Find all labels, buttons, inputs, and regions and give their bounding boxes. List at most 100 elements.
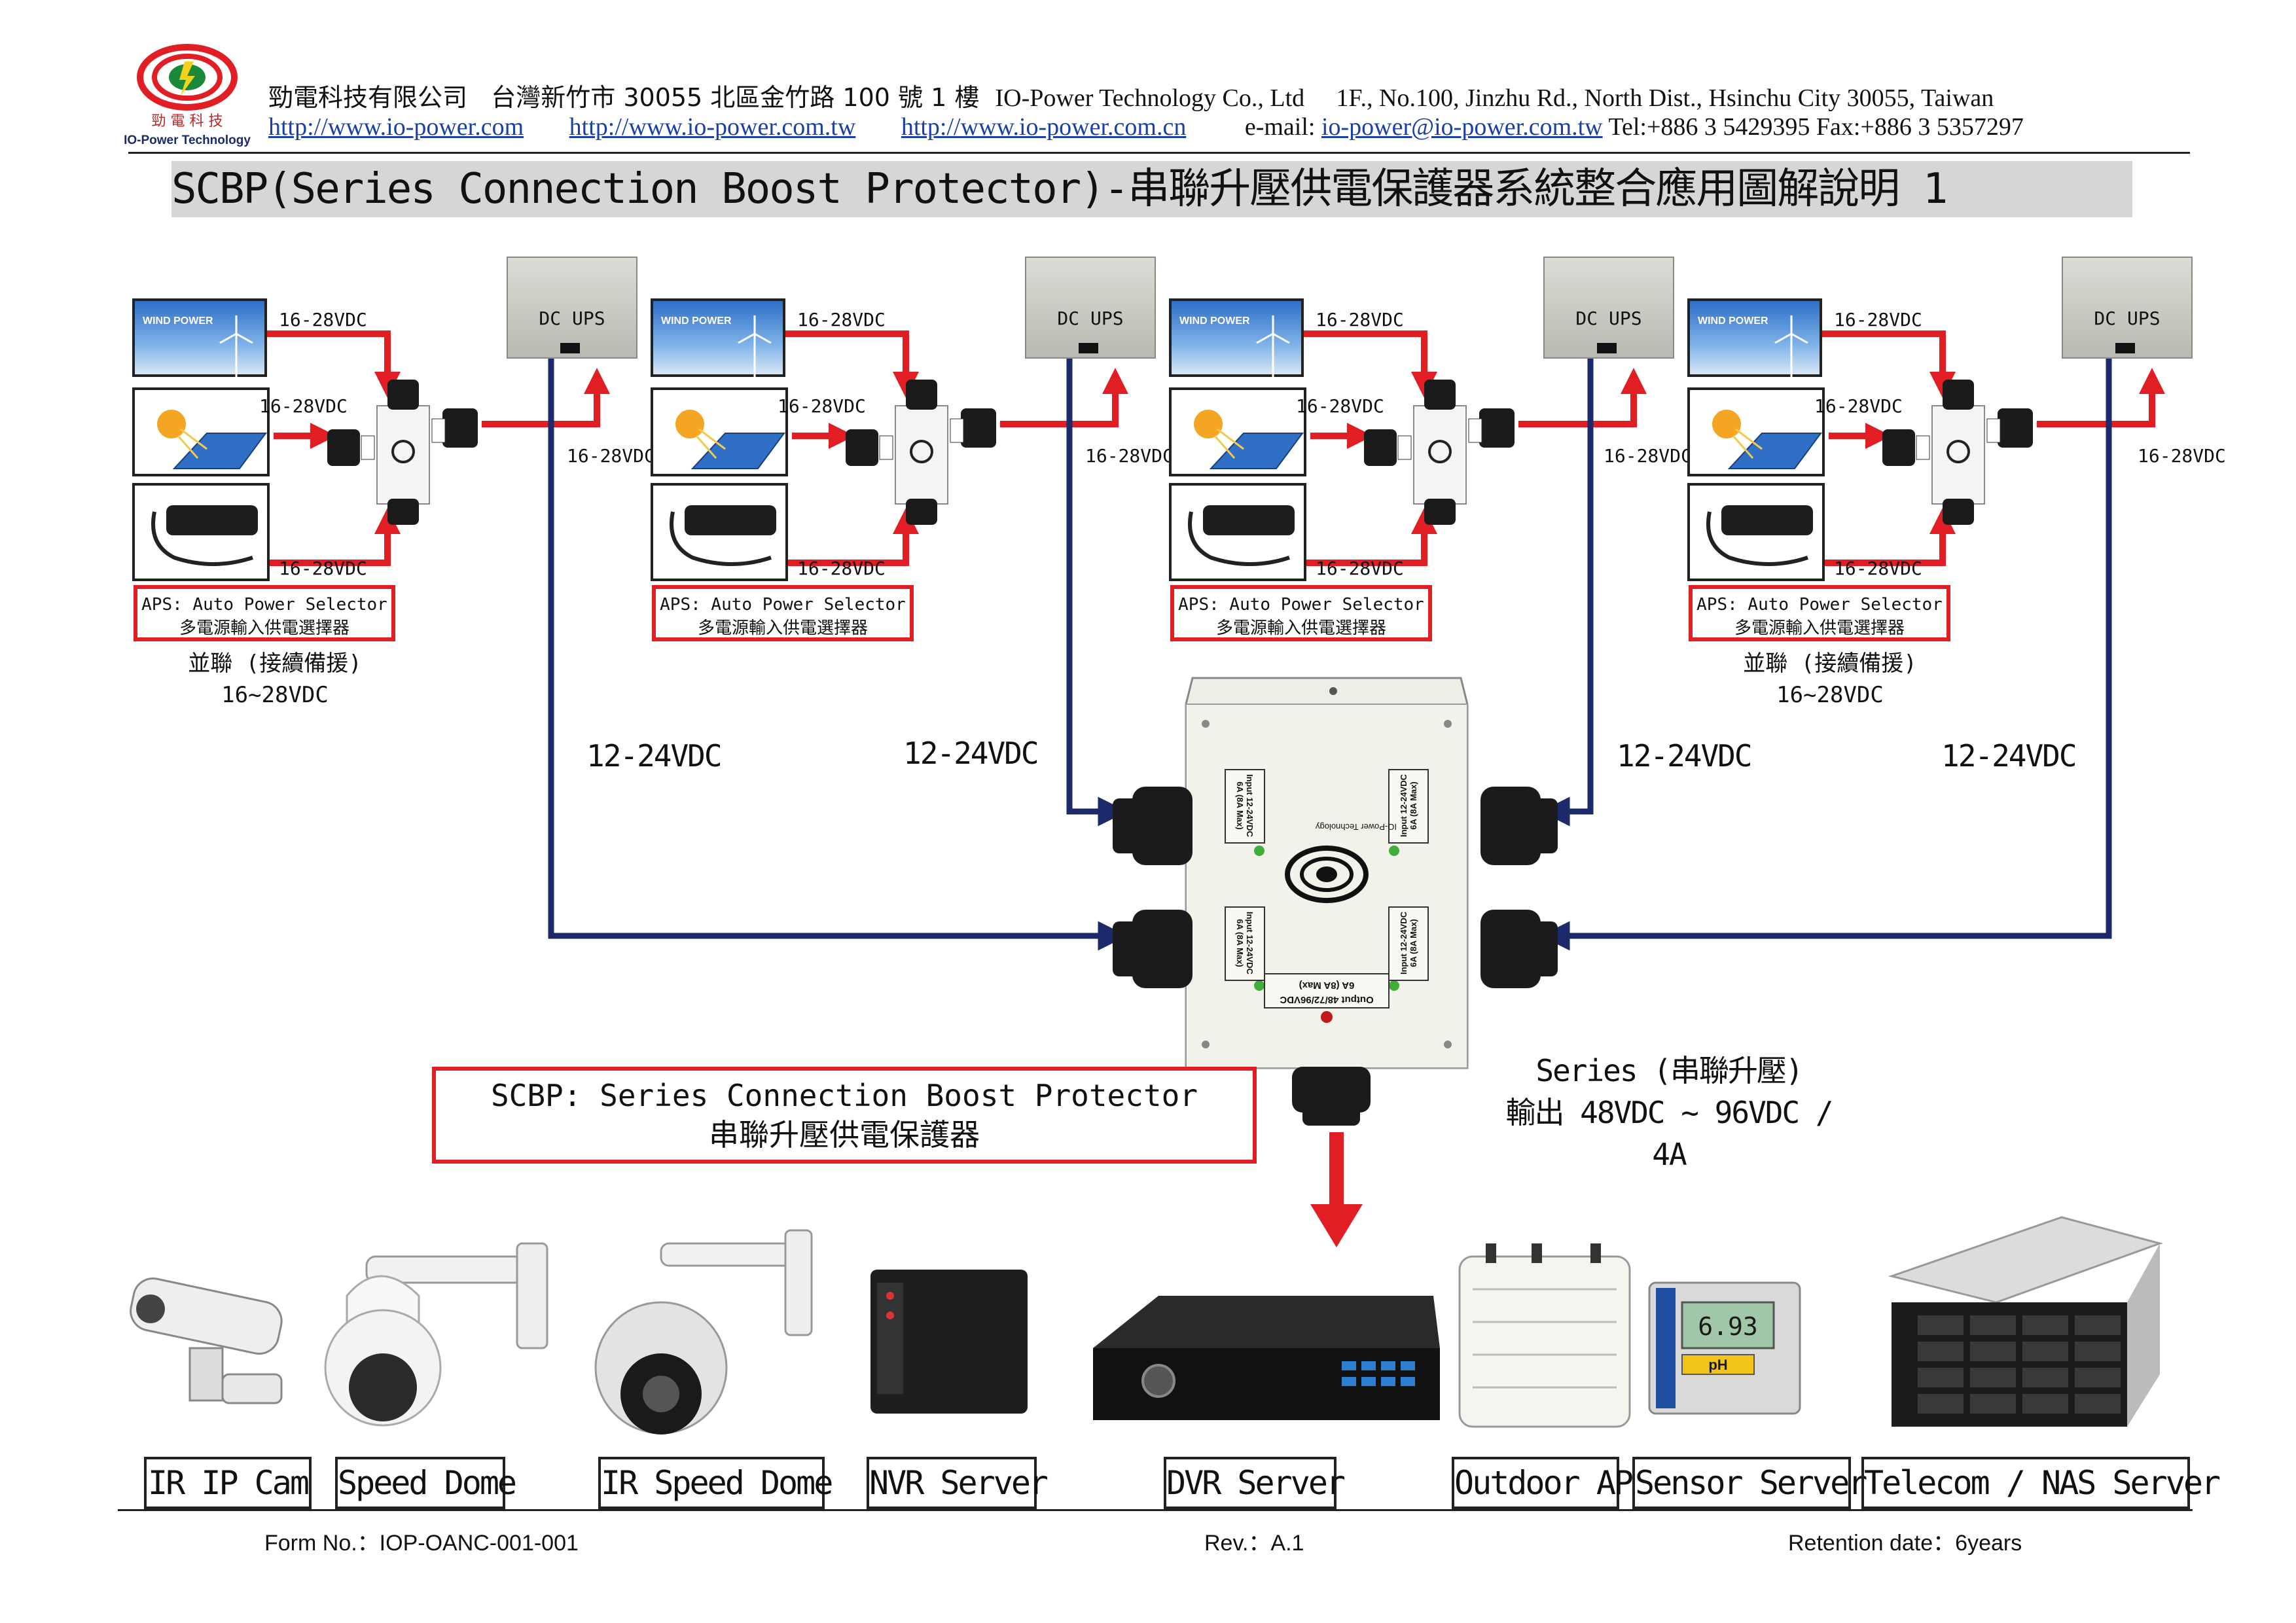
navy-line-4 [1540, 359, 2112, 951]
voltage-solar: 16-28VDC [259, 395, 348, 417]
aps-selector-device [1882, 380, 2033, 525]
voltage-solar: 16-28VDC [1296, 395, 1384, 417]
footer-revision: Rev.：A.1 [1204, 1531, 1304, 1556]
company-name-zh: 勁電科技有限公司 [268, 83, 468, 112]
aps-caption-box: APS: Auto Power Selector 多電源輸入供電選擇器 [1170, 585, 1432, 641]
device-label-nas-server: Telecom / NAS Server [1861, 1457, 2221, 1509]
company-address-zh: 台灣新竹市 30055 北區金竹路 100 號 1 樓 [491, 83, 980, 112]
voltage-out: 16-28VDC [1604, 445, 1692, 467]
navy-line-1 [548, 359, 1128, 951]
device-label-dvr-server: DVR Server [1164, 1457, 1346, 1509]
line-voltage-2: 12-24VDC [903, 736, 1039, 771]
wire-aps-ups-1 [482, 368, 610, 427]
voltage-adapter: 16-28VDC [279, 558, 367, 579]
voltage-out: 16-28VDC [567, 445, 655, 467]
ir-speed-dome-icon [594, 1229, 813, 1435]
devices-illustrations: 6.93 pH [124, 1216, 2193, 1466]
aps-device-icon [1364, 380, 1515, 525]
wind-power-panel: WIND POWER [1169, 298, 1304, 377]
dc-ups-unit: DC UPS [2062, 257, 2193, 359]
nvr-server-icon [870, 1270, 1028, 1414]
svg-text:IO-Power Technology: IO-Power Technology [124, 134, 251, 147]
power-adapter-thumb [1687, 483, 1825, 581]
aps-caption-line2: 多電源輸入供電選擇器 [697, 618, 868, 638]
solar-panel-icon [1194, 410, 1304, 469]
title-background [171, 161, 2132, 217]
aps-device-icon [846, 380, 996, 525]
dvr-server-icon [1093, 1296, 1440, 1420]
aps-device-icon [1882, 380, 2033, 525]
website-link-cn[interactable]: http://www.io-power.com.cn [901, 113, 1187, 141]
ups-port [1079, 343, 1098, 353]
sensor-ph-label: pH [1708, 1357, 1727, 1373]
power-adapter-icon [1188, 505, 1295, 566]
wire-wind-3 [1302, 330, 1437, 398]
wire-adapter-1 [268, 508, 401, 566]
footer-divider [118, 1509, 2193, 1511]
power-adapter-icon [151, 505, 258, 566]
voltage-adapter: 16-28VDC [1316, 558, 1404, 579]
aps-caption-box: APS: Auto Power Selector 多電源輸入供電選擇器 [1689, 585, 1950, 641]
line-voltage-3: 12-24VDC [1617, 738, 1753, 774]
wire-wind-2 [784, 330, 919, 398]
aps-caption-line2: 多電源輸入供電選擇器 [1215, 618, 1386, 638]
aps-caption-line1: APS: Auto Power Selector [1178, 595, 1424, 615]
voltage-solar: 16-28VDC [1814, 395, 1903, 417]
aps-selector-device [327, 380, 478, 525]
footer-retention: Retention date：6years [1788, 1531, 2022, 1556]
scbp-caption-box: SCBP: Series Connection Boost Protector … [432, 1067, 1257, 1164]
voltage-wind: 16-28VDC [1316, 309, 1404, 330]
power-adapter-thumb [1169, 483, 1306, 581]
company-header-line: 勁電科技有限公司 台灣新竹市 30055 北區金竹路 100 號 1 樓 IO-… [268, 77, 1994, 113]
email-link[interactable]: io-power@io-power.com.tw [1321, 113, 1603, 141]
solar-panel-icon [157, 410, 267, 469]
voltage-adapter: 16-28VDC [797, 558, 886, 579]
sensor-display-value: 6.93 [1698, 1312, 1758, 1341]
page-title: SCBP(Series Connection Boost Protector)-… [171, 165, 1948, 213]
dc-ups-label: DC UPS [2094, 308, 2161, 329]
dc-ups-unit: DC UPS [1543, 257, 1674, 359]
wire-aps-ups-3 [1518, 368, 1647, 427]
power-adapter-icon [1706, 505, 1813, 566]
sensor-server-icon [1648, 1281, 1801, 1415]
dc-ups-unit: DC UPS [507, 257, 637, 359]
wire-aps-ups-4 [2037, 368, 2165, 427]
aps-selector-device [1364, 380, 1515, 525]
company-address-en: 1F., No.100, Jinzhu Rd., North Dist., Hs… [1336, 84, 1994, 112]
dc-ups-label: DC UPS [1057, 308, 1124, 329]
aps-caption-line2: 多電源輸入供電選擇器 [1734, 618, 1905, 638]
header-links: http://www.io-power.com http://www.io-po… [268, 113, 2024, 141]
wire-adapter-2 [787, 508, 919, 566]
wire-wind-1 [266, 330, 401, 398]
aps-caption-line1: APS: Auto Power Selector [1696, 595, 1943, 615]
parallel-note-1: 並聯 (接續備援) 16~28VDC [188, 651, 362, 708]
device-label-ir-speed-dome: IR Speed Dome [598, 1457, 833, 1509]
outdoor-ap-icon [1458, 1243, 1631, 1428]
aps-caption-box: APS: Auto Power Selector 多電源輸入供電選擇器 [134, 585, 395, 641]
voltage-out: 16-28VDC [2138, 445, 2226, 467]
navy-line-3 [1540, 359, 1594, 827]
aps-caption-line1: APS: Auto Power Selector [660, 595, 906, 615]
device-label-ir-ip-cam: IR IP Cam [144, 1457, 312, 1509]
wind-power-panel: WIND POWER [132, 298, 267, 377]
aps-selector-device [846, 380, 996, 525]
wind-turbine-icon [738, 315, 772, 377]
line-voltage-1: 12-24VDC [586, 738, 723, 774]
aps-caption-line2: 多電源輸入供電選擇器 [179, 618, 350, 638]
website-link-tw[interactable]: http://www.io-power.com.tw [569, 113, 856, 141]
navy-line-2 [1066, 359, 1128, 827]
website-link-com[interactable]: http://www.io-power.com [268, 113, 524, 141]
series-caption: Series (串聯升壓) 輸出 48VDC ~ 96VDC / 4A [1505, 1053, 1833, 1172]
line-voltage-4: 12-24VDC [1941, 738, 2077, 774]
device-label-speed-dome: Speed Dome [335, 1457, 517, 1509]
voltage-wind: 16-28VDC [1834, 309, 1922, 330]
wind-turbine-icon [1256, 315, 1290, 377]
solar-panel-thumb [1169, 387, 1306, 476]
wire-wind-4 [1821, 330, 1956, 398]
ups-port [2115, 343, 2135, 353]
scbp-caption-line1: SCBP: Series Connection Boost Protector [490, 1078, 1198, 1113]
nas-server-icon [1888, 1216, 2164, 1427]
wire-adapter-3 [1305, 508, 1437, 566]
ups-port [1597, 343, 1617, 353]
scbp-caption-line2: 串聯升壓供電保護器 [709, 1117, 980, 1152]
